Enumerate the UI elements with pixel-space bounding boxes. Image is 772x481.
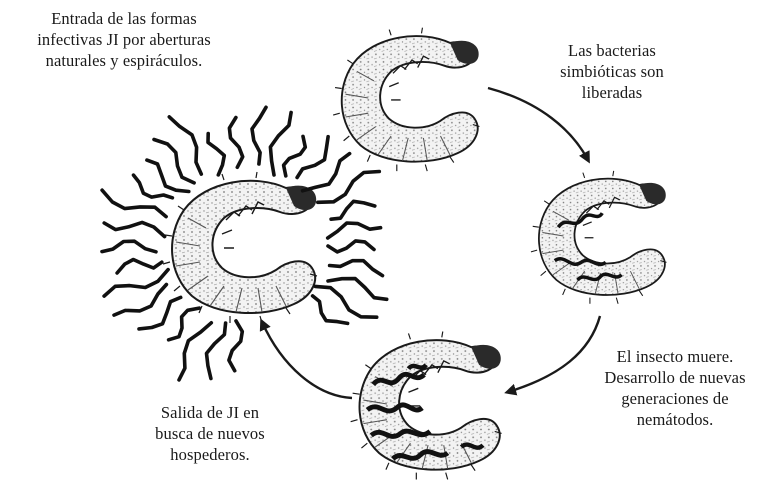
caption-line: liberadas [532, 82, 692, 103]
caption-line: nemátodos. [578, 409, 772, 430]
nematode-worm-icon [229, 118, 242, 168]
nematode-worm-icon [154, 140, 194, 183]
emerging-nematodes [102, 107, 387, 380]
nematode-worm-icon [331, 201, 375, 219]
caption-bacterias: Las bacterias simbióticas son liberadas [532, 40, 692, 103]
larva-left-emerging-icon [163, 172, 317, 323]
caption-line: busca de nuevos [120, 423, 300, 444]
caption-line: generaciones de [578, 388, 772, 409]
caption-line: naturales y espiráculos. [4, 50, 244, 71]
nematode-worm-icon [139, 297, 181, 329]
arrow-bottom-to-left [262, 322, 352, 398]
caption-line: infectivas JI por aberturas [4, 29, 244, 50]
caption-entrada: Entrada de las formas infectivas JI por … [4, 8, 244, 71]
nematode-worm-icon [102, 241, 156, 252]
larva-top-icon [333, 28, 479, 171]
nematode-worm-icon [297, 137, 328, 178]
nematode-worm-icon [328, 241, 374, 252]
nematode-worm-icon [208, 134, 224, 175]
caption-line: hospederos. [120, 444, 300, 465]
caption-line: Salida de JI en [120, 402, 300, 423]
nematode-worm-icon [270, 113, 291, 176]
nematode-worm-icon [328, 223, 381, 238]
caption-line: El insecto muere. [578, 346, 772, 367]
caption-muere: El insecto muere. Desarrollo de nuevas g… [578, 346, 772, 430]
nematode-worm-icon [229, 321, 242, 371]
larva-bottom-dead-icon [351, 331, 502, 479]
caption-line: Las bacterias [532, 40, 692, 61]
nematode-worm-icon [169, 117, 201, 174]
caption-line: Desarrollo de nuevas [578, 367, 772, 388]
nematode-worm-icon [104, 222, 164, 236]
caption-line: Entrada de las formas [4, 8, 244, 29]
caption-line: simbióticas son [532, 61, 692, 82]
nematode-worm-icon [318, 172, 380, 203]
nematode-worm-icon [117, 260, 162, 274]
nematode-worm-icon [252, 107, 266, 164]
larva-right-infected-icon [531, 171, 667, 304]
nematode-worm-icon [114, 285, 166, 316]
caption-salida: Salida de JI en busca de nuevos hospeder… [120, 402, 300, 465]
nematode-worm-icon [207, 323, 226, 379]
nematode-worm-icon [102, 190, 166, 216]
nematode-worm-icon [330, 261, 383, 276]
nematode-worm-icon [328, 279, 387, 300]
